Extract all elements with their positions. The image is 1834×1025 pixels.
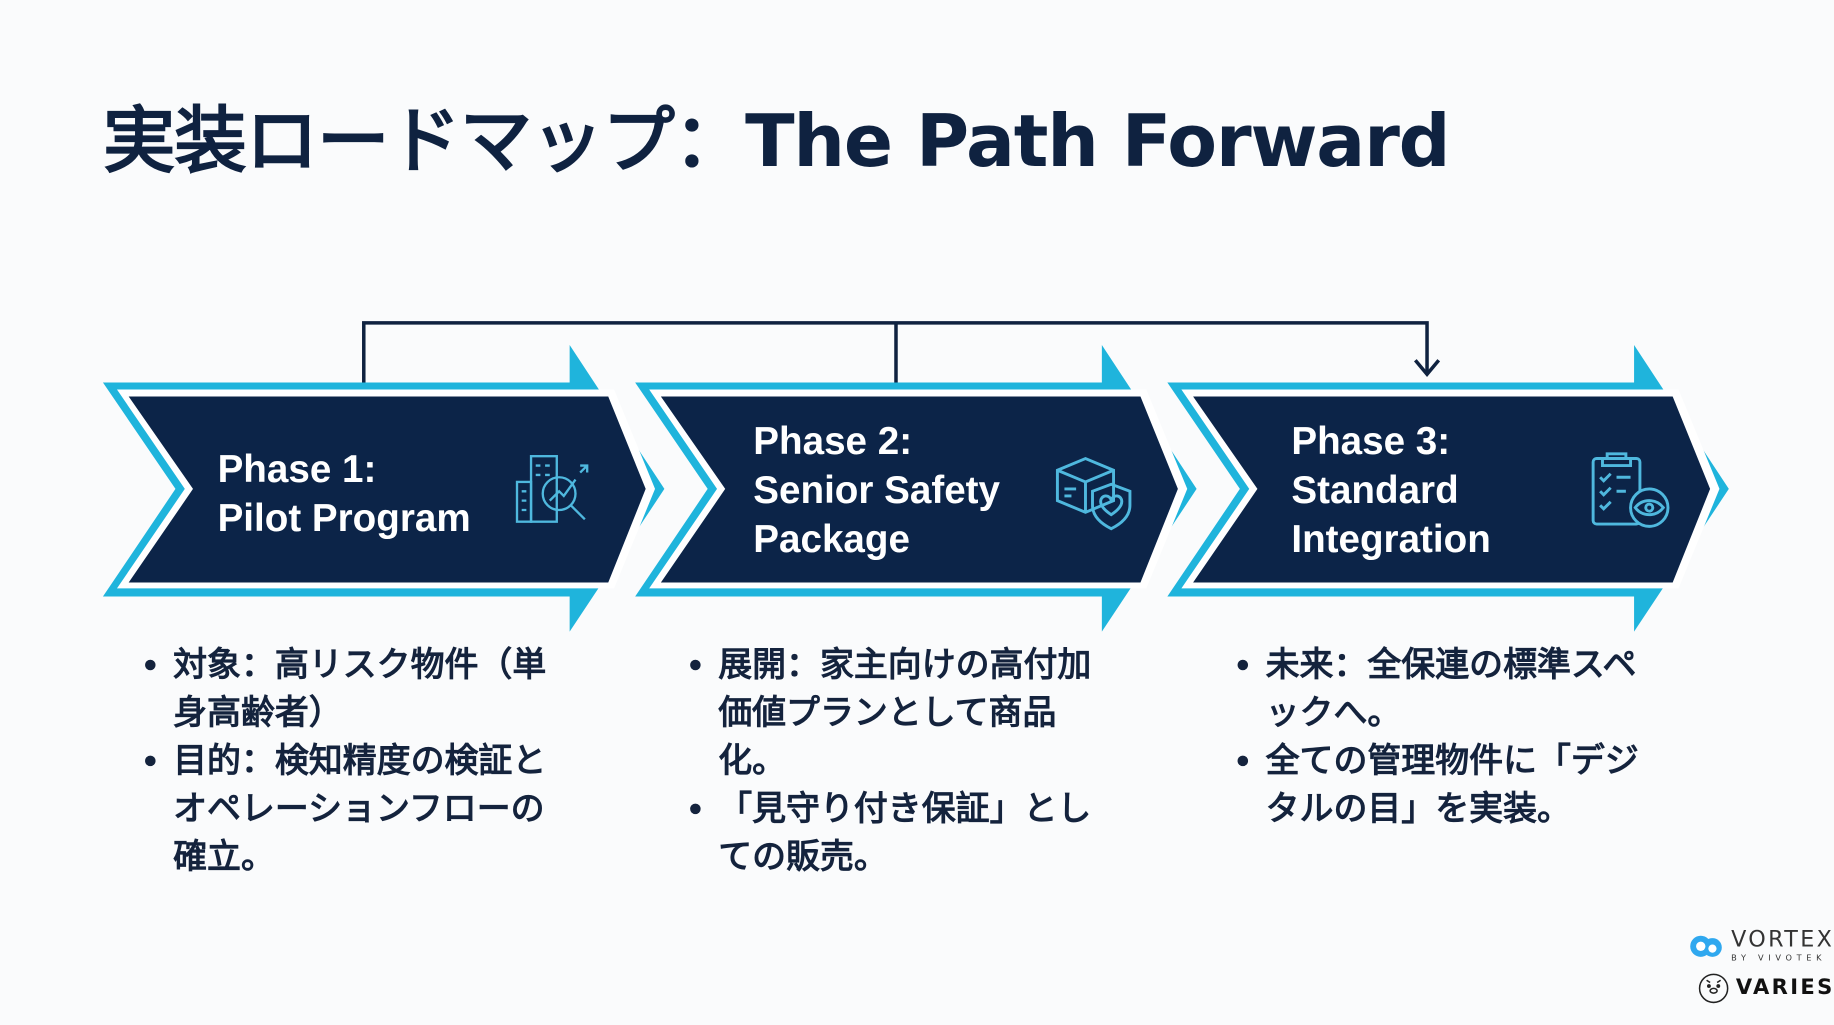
bullet-item: 対象：高リスク物件（単身高齢者）	[140, 641, 561, 737]
phase-1-chevron	[102, 345, 665, 632]
box-shield-heart-icon	[1055, 456, 1132, 531]
bullet-item: 展開：家主向けの高付加価値プランとして商品化。	[685, 641, 1106, 785]
phase-2-bullets: 展開：家主向けの高付加価値プランとして商品化。 「見守り付き保証」としての販売。	[685, 641, 1106, 881]
vortex-cloud-icon	[1690, 935, 1722, 957]
chevron-body	[128, 396, 646, 583]
phase-1-bullets: 対象：高リスク物件（単身高齢者） 目的：検知精度の検証とオペレーションフローの確…	[140, 641, 561, 881]
vortex-name: VORTEX	[1731, 926, 1834, 953]
phase-3-bullets: 未来：全保連の標準スペックへ。 全ての管理物件に「デジタルの目」を実装。	[1233, 641, 1654, 833]
phase-1-title: Phase 1: Pilot Program	[217, 446, 471, 540]
phase-2-chevron	[635, 345, 1197, 632]
varies-name: VARIES	[1735, 975, 1834, 1001]
connector-line	[362, 321, 1441, 383]
chevron-body	[660, 396, 1178, 583]
building-magnifier-chart-icon	[515, 455, 589, 523]
vortex-subtitle: BY VIVOTEK	[1731, 953, 1827, 963]
phase-2-title: Phase 2: Senior Safety Package	[753, 418, 1001, 561]
bullet-item: 全ての管理物件に「デジタルの目」を実装。	[1233, 737, 1654, 833]
phase-3-title: Phase 3: Standard Integration	[1291, 418, 1491, 561]
vortex-logo: VORTEX BY VIVOTEK	[1689, 926, 1834, 963]
chevron-body	[1193, 396, 1711, 583]
phase-3-chevron	[1167, 345, 1729, 632]
bullet-item: 「見守り付き保証」としての販売。	[685, 785, 1106, 881]
clipboard-checklist-eye-icon	[1591, 452, 1670, 528]
bear-mascot-icon	[1698, 973, 1729, 1004]
varies-logo: VARIES	[1698, 973, 1834, 1004]
page-title: 実装ロードマップ：The Path Forward	[102, 98, 1451, 184]
bullet-item: 未来：全保連の標準スペックへ。	[1233, 641, 1654, 737]
bullet-item: 目的：検知精度の検証とオペレーションフローの確立。	[140, 737, 561, 881]
